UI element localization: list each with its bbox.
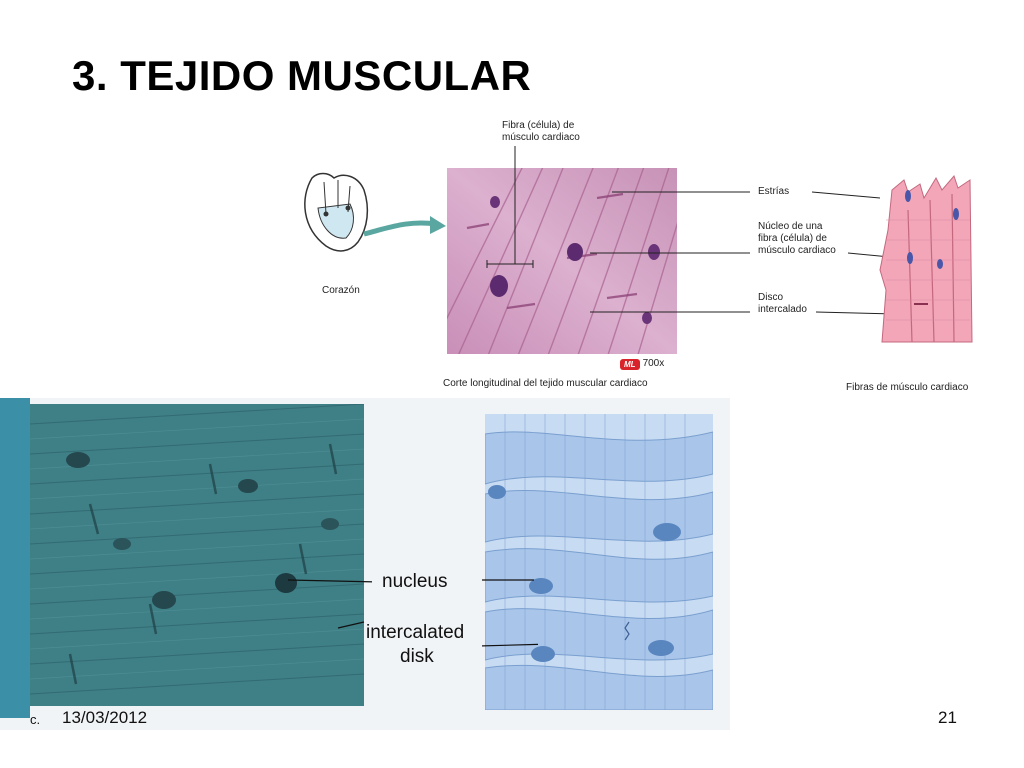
- slide-title: 3. TEJIDO MUSCULAR: [72, 52, 532, 99]
- intercalated-disk-label-line2: disk: [400, 646, 434, 667]
- magnification-tag: ML 700x: [620, 358, 664, 370]
- cardiac-fiber-drawing: [879, 175, 973, 343]
- micrograph-caption: Corte longitudinal del tejido muscular c…: [443, 378, 648, 389]
- fiber-leader-line: [514, 146, 516, 264]
- disc-label-line1: Disco: [758, 292, 784, 303]
- magnification-value: 700x: [642, 358, 665, 369]
- fibers-caption: Fibras de músculo cardiaco: [846, 382, 969, 393]
- heart-drawing: [304, 172, 446, 252]
- nucleus-label-line2: fibra (célula) de: [758, 233, 827, 244]
- label-panel: [372, 560, 482, 672]
- intercalated-disk-label-line1: intercalated: [366, 622, 465, 643]
- teal-micrograph: [30, 404, 364, 706]
- scan-edge-strip: [0, 398, 30, 718]
- panel-letter: c.: [30, 712, 41, 727]
- nucleus-label-line1: Núcleo de una: [758, 221, 823, 232]
- slide-page-number: 21: [938, 708, 957, 727]
- label-leader-lines: [590, 191, 901, 315]
- ml-badge: ML: [620, 358, 640, 370]
- fiber-label-line1: Fibra (célula) de: [502, 120, 575, 131]
- striations-label: Estrías: [758, 186, 790, 197]
- blue-fiber-drawing: [485, 414, 713, 710]
- disc-label-line2: intercalado: [758, 304, 807, 315]
- fiber-label-line2: músculo cardiaco: [502, 132, 580, 143]
- nucleus-label-line3: músculo cardiaco: [758, 245, 836, 256]
- slide-date: 13/03/2012: [62, 708, 148, 727]
- cardiac-micrograph: [447, 168, 677, 354]
- heart-label: Corazón: [322, 285, 360, 296]
- nucleus-label: nucleus: [382, 571, 448, 592]
